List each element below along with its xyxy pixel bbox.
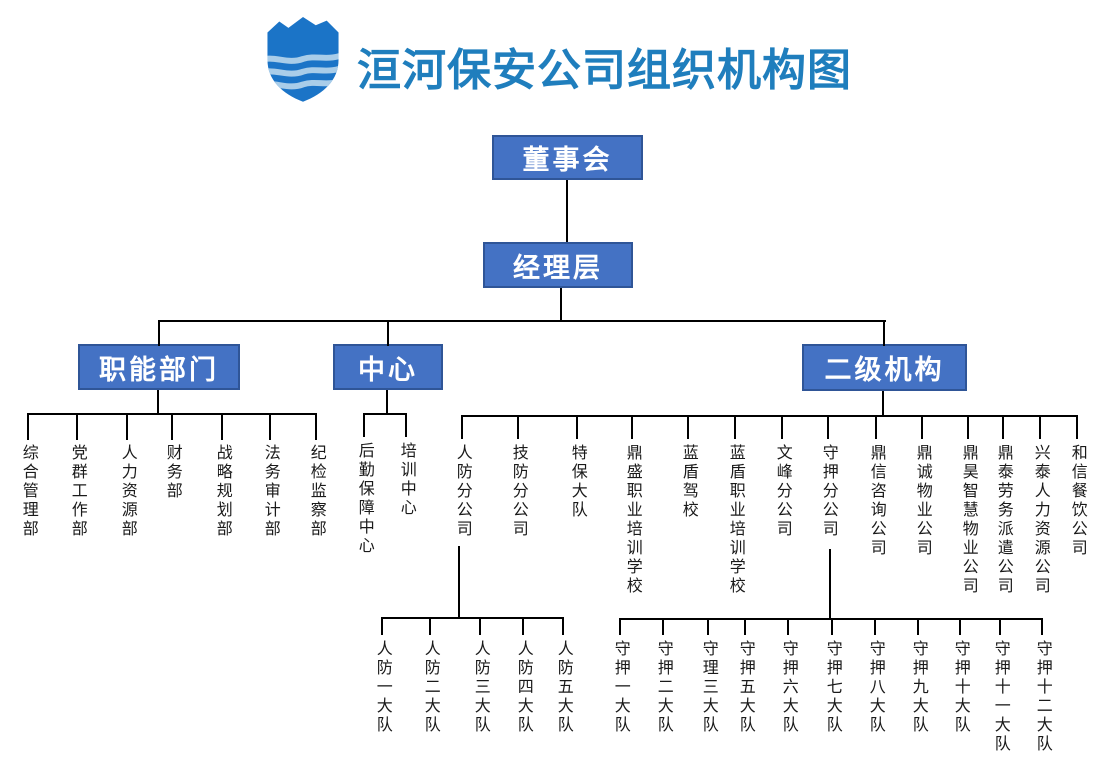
org-leaf-shouya-8: 守押九大队 [909, 640, 927, 735]
org-leaf-renfang-4: 人防四大队 [514, 640, 532, 735]
connector-line [917, 618, 919, 635]
connector-line [631, 415, 633, 439]
org-leaf-shouya-11: 守押十二大队 [1033, 640, 1051, 754]
connector-line [315, 413, 317, 440]
org-leaf-renfang-3: 人防三大队 [471, 640, 489, 735]
connector-line [882, 391, 884, 417]
org-leaf-secondary-1: 人防分公司 [453, 444, 471, 539]
connector-line [787, 618, 789, 635]
org-leaf-renfang-5: 人防五大队 [554, 640, 572, 735]
org-leaf-functional-2: 党群工作部 [68, 444, 86, 539]
connector-line [999, 618, 1001, 635]
org-leaf-center-1: 后勤保障中心 [355, 442, 373, 556]
org-leaf-shouya-2: 守押二大队 [654, 640, 672, 735]
connector-line [387, 320, 389, 346]
connector-line [221, 413, 223, 440]
page-title: 洹河保安公司组织机构图 [357, 46, 852, 95]
org-leaf-secondary-4: 鼎盛职业培训学校 [623, 444, 641, 596]
connector-line [707, 618, 709, 635]
connector-line [566, 180, 568, 242]
org-leaf-functional-4: 财务部 [163, 444, 181, 501]
connector-line [363, 413, 407, 415]
org-leaf-secondary-9: 鼎信咨询公司 [867, 444, 885, 558]
connector-line [76, 413, 78, 440]
org-leaf-shouya-4: 守押五大队 [736, 640, 754, 735]
connector-line [734, 415, 736, 439]
org-leaf-secondary-6: 蓝盾职业培训学校 [726, 444, 744, 596]
org-leaf-shouya-5: 守押六大队 [779, 640, 797, 735]
org-leaf-shouya-6: 守押七大队 [823, 640, 841, 735]
connector-line [883, 320, 885, 346]
org-leaf-secondary-10: 鼎诚物业公司 [913, 444, 931, 558]
connector-line [126, 413, 128, 440]
connector-line [829, 549, 831, 620]
connector-line [875, 415, 877, 439]
connector-line [959, 618, 961, 635]
connector-line [921, 415, 923, 439]
connector-line [662, 618, 664, 635]
org-leaf-shouya-10: 守押十一大队 [991, 640, 1009, 754]
connector-line [560, 288, 562, 322]
org-leaf-shouya-3: 守理三大队 [699, 640, 717, 735]
org-leaf-secondary-14: 和信餐饮公司 [1068, 444, 1086, 558]
org-leaf-secondary-2: 技防分公司 [509, 444, 527, 539]
connector-line [381, 617, 564, 619]
org-leaf-functional-6: 法务审计部 [261, 444, 279, 539]
org-leaf-shouya-9: 守押十大队 [951, 640, 969, 735]
connector-line [1076, 415, 1078, 439]
connector-line [158, 320, 886, 322]
connector-line [405, 413, 407, 437]
connector-line [1002, 415, 1004, 439]
org-leaf-secondary-12: 鼎泰劳务派遣公司 [994, 444, 1012, 596]
org-leaf-secondary-11: 鼎昊智慧物业公司 [959, 444, 977, 596]
org-leaf-shouya-7: 守押八大队 [866, 640, 884, 735]
connector-line [781, 415, 783, 439]
connector-line [27, 413, 29, 440]
connector-line [171, 413, 173, 440]
connector-line [157, 390, 159, 415]
org-leaf-secondary-3: 特保大队 [568, 444, 586, 520]
org-leaf-shouya-1: 守押一大队 [611, 640, 629, 735]
connector-line [386, 390, 388, 415]
connector-line [831, 618, 833, 635]
connector-line [576, 415, 578, 439]
node-functional-departments: 职能部门 [78, 344, 240, 390]
connector-line [967, 415, 969, 439]
org-leaf-secondary-7: 文峰分公司 [773, 444, 791, 539]
connector-line [522, 617, 524, 635]
shield-waves-logo-icon [267, 17, 339, 102]
org-leaf-functional-7: 纪检监察部 [307, 444, 325, 539]
connector-line [429, 617, 431, 635]
connector-line [458, 546, 460, 619]
node-management: 经理层 [483, 242, 633, 288]
connector-line [687, 415, 689, 439]
org-leaf-secondary-8: 守押分公司 [819, 444, 837, 539]
connector-line [744, 618, 746, 635]
connector-line [461, 415, 463, 439]
org-leaf-functional-1: 综合管理部 [19, 444, 37, 539]
connector-line [562, 617, 564, 635]
org-leaf-secondary-13: 兴泰人力资源公司 [1031, 444, 1049, 596]
connector-line [517, 415, 519, 439]
node-board: 董事会 [492, 135, 643, 180]
org-leaf-secondary-5: 蓝盾驾校 [679, 444, 697, 520]
connector-line [1039, 415, 1041, 439]
connector-line [269, 413, 271, 440]
connector-line [158, 320, 160, 346]
org-leaf-renfang-2: 人防二大队 [421, 640, 439, 735]
connector-line [479, 617, 481, 635]
connector-line [619, 618, 621, 635]
connector-line [827, 415, 829, 439]
org-leaf-center-2: 培训中心 [397, 442, 415, 518]
node-centers: 中心 [333, 344, 443, 390]
org-leaf-renfang-1: 人防一大队 [373, 640, 391, 735]
node-secondary-institutions: 二级机构 [802, 344, 967, 391]
connector-line [1041, 618, 1043, 635]
org-leaf-functional-5: 战略规划部 [213, 444, 231, 539]
connector-line [461, 415, 1078, 417]
connector-line [381, 617, 383, 635]
connector-line [874, 618, 876, 635]
org-leaf-functional-3: 人力资源部 [118, 444, 136, 539]
connector-line [363, 413, 365, 437]
